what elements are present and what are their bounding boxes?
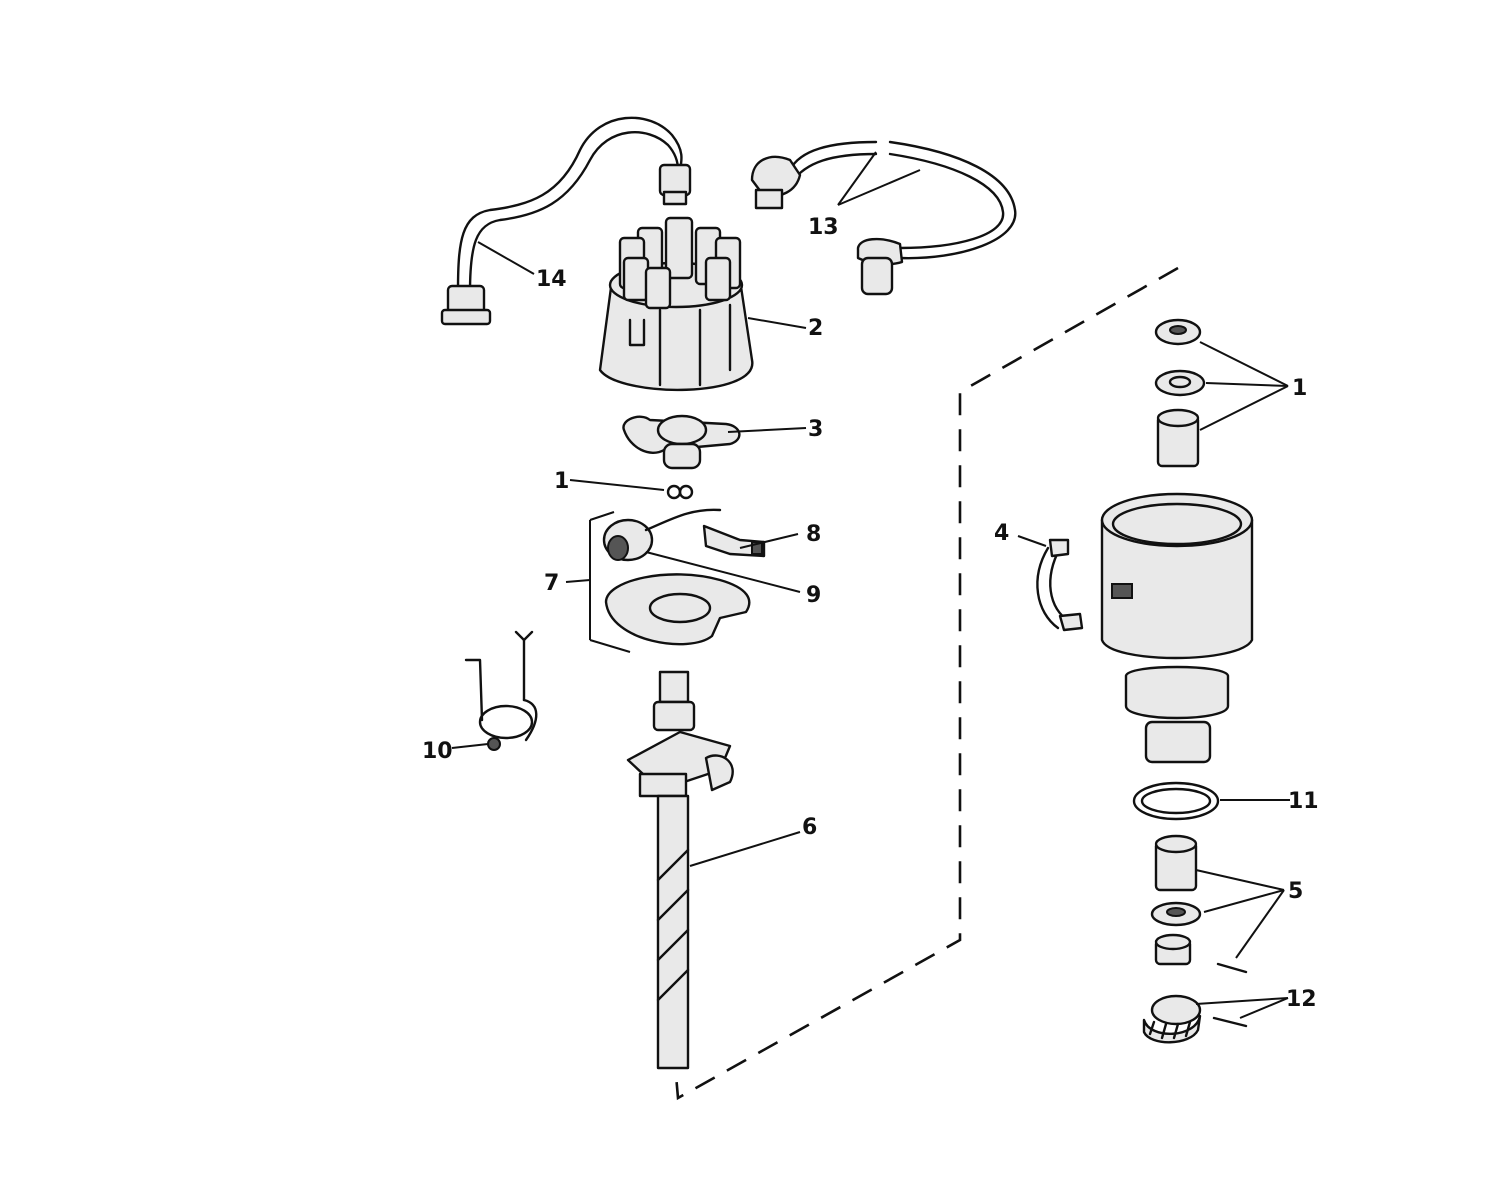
part-2-distributor-cap	[598, 216, 754, 392]
part-5-lower-bushing-set	[1150, 834, 1248, 974]
callout-9: 9	[806, 583, 821, 608]
callout-6: 6	[802, 815, 817, 840]
callout-2: 2	[808, 316, 823, 341]
part-8-contact-set	[702, 524, 766, 558]
callout-5: 5	[1288, 879, 1303, 904]
callout-8: 8	[806, 522, 821, 547]
callout-11: 11	[1288, 789, 1319, 814]
part-11-o-ring	[1132, 781, 1220, 821]
callout-1-left: 1	[554, 469, 569, 494]
part-9-condenser	[602, 508, 722, 562]
leader-lines	[451, 151, 1290, 1019]
part-1-bushings-washers	[1154, 318, 1206, 468]
part-3-rotor	[622, 414, 741, 470]
callout-4: 4	[994, 521, 1009, 546]
part-13-spark-plug-wire	[750, 140, 1017, 296]
part-1-retainer-clip	[666, 484, 694, 500]
part-4-hold-down-clamp	[1036, 538, 1084, 632]
callout-1-top: 1	[1292, 376, 1307, 401]
dashed-assembly-boundary	[674, 266, 1179, 1101]
callout-10: 10	[422, 739, 453, 764]
part-10-primary-lead	[464, 630, 538, 751]
part-14-coil-wire	[440, 116, 692, 326]
distributor-housing	[1100, 492, 1254, 764]
callout-12: 12	[1286, 987, 1317, 1012]
callout-3: 3	[808, 417, 823, 442]
part-12-drive-gear	[1142, 994, 1248, 1044]
callout-14: 14	[536, 267, 567, 292]
part-7-breaker-plate	[604, 573, 751, 646]
part-6-distributor-shaft	[626, 670, 734, 1070]
callout-7: 7	[544, 571, 559, 596]
callout-13: 13	[808, 215, 839, 240]
